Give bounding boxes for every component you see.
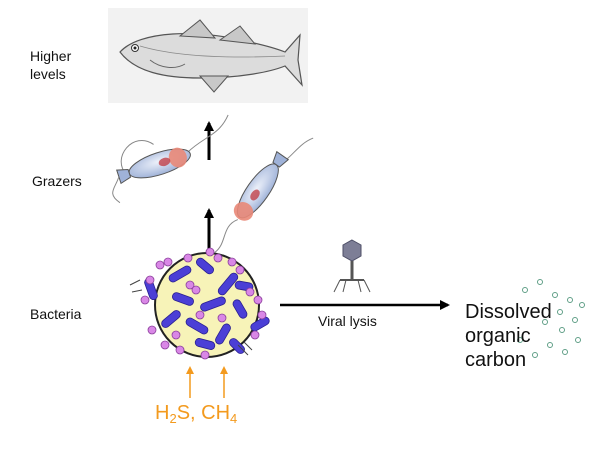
doc-particles — [517, 279, 585, 358]
label-dissolved-organic-carbon: Dissolved organic carbon — [465, 300, 575, 372]
gas-s-ch: S, CH — [176, 402, 231, 424]
bacteria-aggregate-icon — [129, 247, 270, 360]
fish-icon — [108, 8, 308, 103]
doc-line-3: carbon — [465, 349, 527, 371]
gas-h-sub: 2 — [169, 411, 177, 426]
gas-h: H — [155, 402, 170, 424]
grazer-icon — [214, 137, 314, 253]
doc-line-2: organic — [465, 325, 531, 347]
label-viral-lysis: Viral lysis — [318, 313, 377, 329]
label-bacteria: Bacteria — [30, 306, 82, 322]
doc-line-1: Dissolved — [465, 301, 552, 323]
label-gases: H2S, CH4 — [155, 402, 238, 428]
bacteriophage-icon — [333, 239, 371, 293]
label-grazers: Grazers — [32, 173, 82, 189]
gas-ch-sub: 4 — [230, 411, 238, 426]
label-higher-levels: Higher levels — [30, 48, 72, 82]
grazer-icon — [112, 114, 229, 204]
